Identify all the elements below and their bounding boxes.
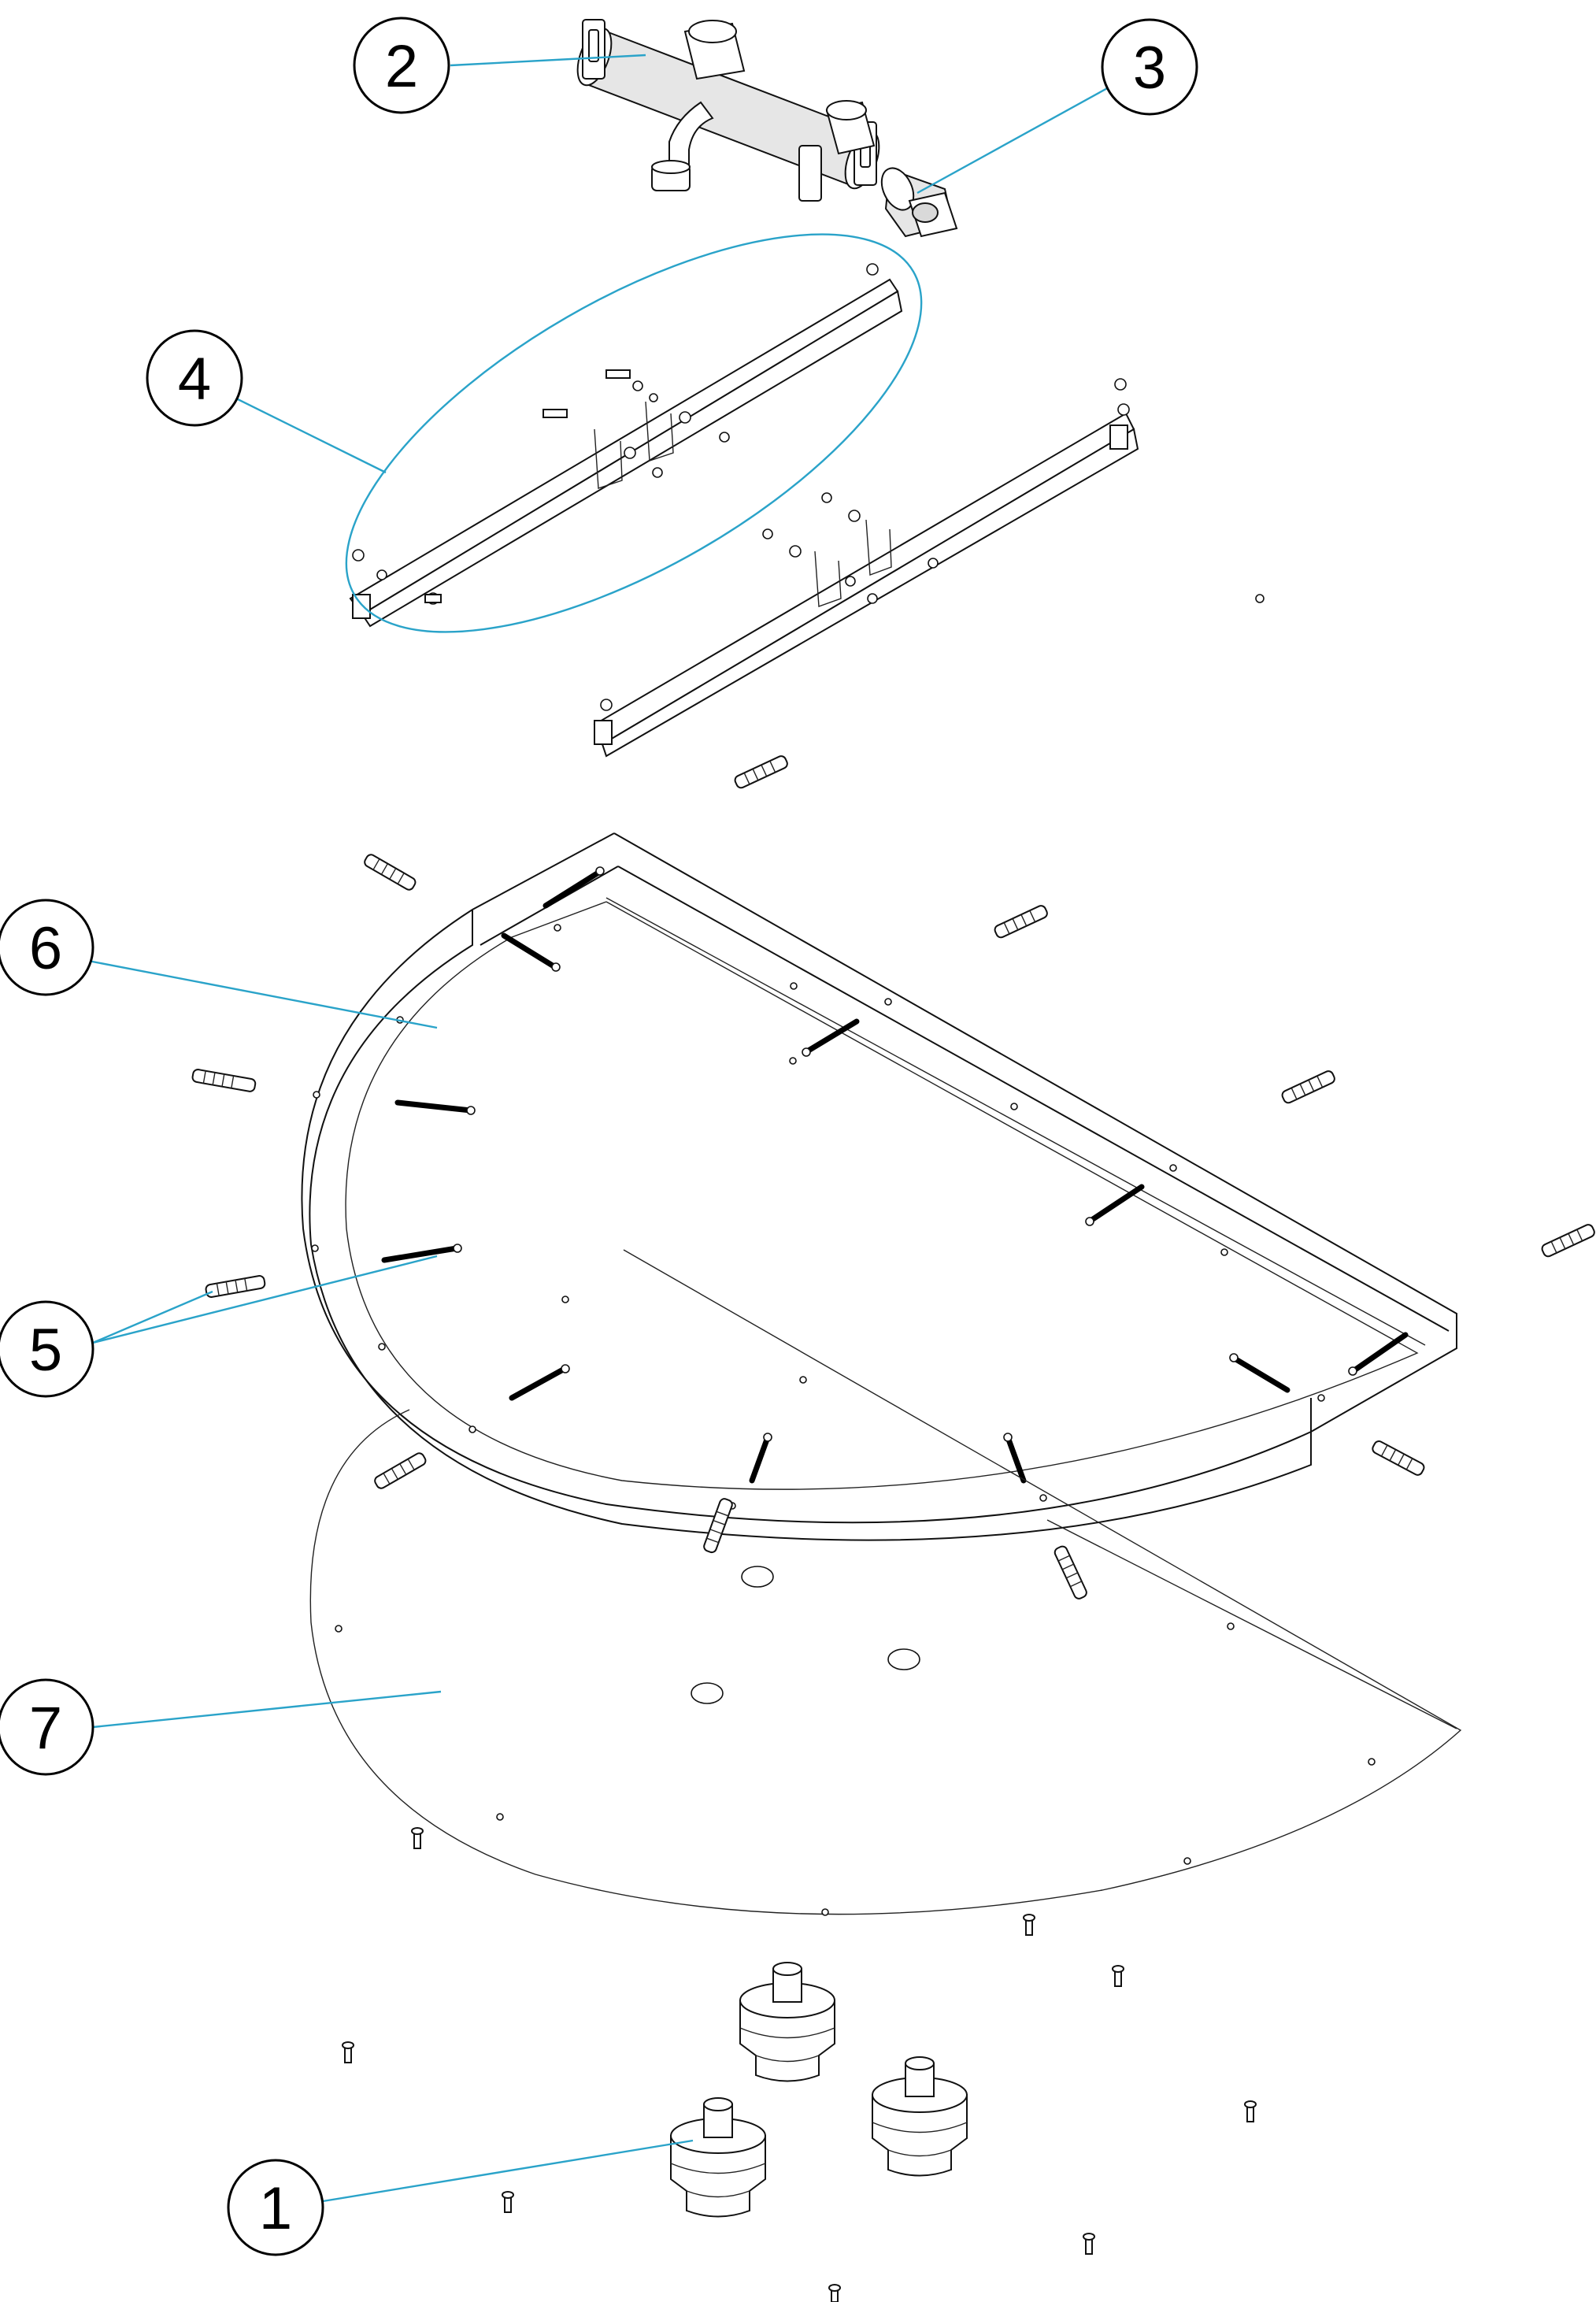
semicircular-frame [301, 832, 1457, 1541]
callout-2: 2 [353, 17, 450, 114]
callout-3: 3 [1101, 18, 1198, 116]
callout-4-label: 4 [178, 346, 211, 413]
fixing-pins [342, 1827, 1257, 2302]
callout-7: 7 [0, 1678, 94, 1776]
callout-1: 1 [227, 2159, 324, 2256]
connector-nut [880, 167, 958, 238]
mixer-valve [576, 19, 880, 202]
callout-2-label: 2 [385, 33, 418, 100]
callout-4: 4 [146, 329, 243, 427]
mounting-rail-lower [593, 378, 1265, 758]
callout-7-label: 7 [29, 1695, 62, 1762]
callout-5: 5 [0, 1300, 94, 1398]
base-plate [309, 1249, 1462, 1916]
callout-6: 6 [0, 899, 94, 996]
adjustable-feet [670, 1962, 968, 2218]
callout-6-label: 6 [29, 915, 62, 982]
mounting-rail-upper [349, 263, 903, 628]
leader-lines [87, 54, 1111, 2203]
wall-plugs [191, 755, 1595, 1600]
callout-5-label: 5 [29, 1317, 62, 1384]
callout-3-label: 3 [1133, 35, 1166, 102]
callout-1-label: 1 [259, 2175, 292, 2242]
screws [381, 866, 1409, 1484]
